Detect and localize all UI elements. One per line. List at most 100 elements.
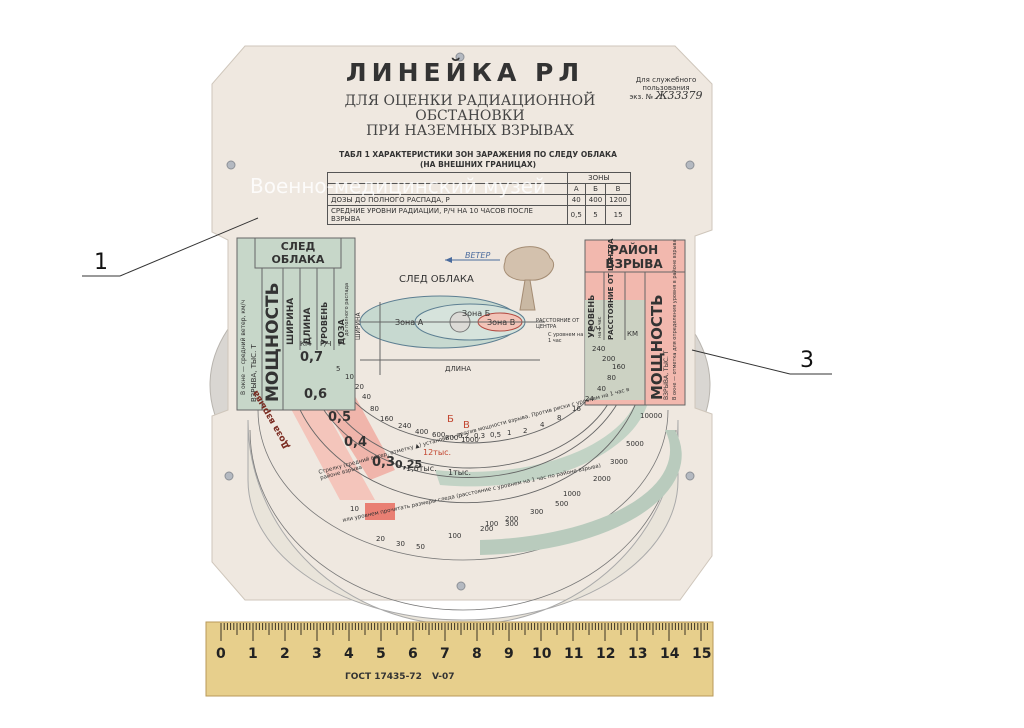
mid-tick-label: 4 (540, 421, 545, 429)
green-middle-band (435, 380, 651, 487)
service-stamp-line1: Для служебного (635, 76, 697, 84)
ruler-number: 4 (344, 646, 354, 662)
inner-tick-label: 600 (432, 431, 446, 439)
left-level-unit: Р/Ч (320, 340, 332, 348)
ruler (205, 621, 714, 697)
service-stamp-line3: экз. № Ж33379 (622, 89, 710, 102)
right-green-strip (585, 300, 645, 400)
table-caption-line2: (НА ВНЕШНИХ ГРАНИЦАХ) (419, 160, 537, 169)
inner-tick-label: 1000 (461, 436, 479, 444)
ruler-number: 15 (692, 646, 712, 662)
inventory-number: Ж33379 (655, 89, 703, 102)
mid-tick-label: 160 (612, 363, 626, 371)
outer-tick-label: 2000 (593, 475, 611, 483)
rivets (224, 52, 695, 591)
ruler-numbers: 0 1 2 3 4 5 6 7 8 9 10 11 12 13 14 15 (206, 646, 713, 670)
ruler-number: 3 (312, 646, 322, 662)
mark-v: В (463, 420, 470, 431)
left-dose-note: до полного распада (344, 282, 350, 336)
red-scale-4: 0,3 (372, 455, 396, 470)
service-stamp: Для служебного пользования экз. № Ж33379 (622, 76, 710, 101)
bottom-tick-label: 20 (376, 535, 385, 543)
outer-tick-label: 100 (485, 520, 499, 528)
device-subtitle-line1: ДЛЯ ОЦЕНКИ РАДИАЦИОННОЙ ОБСТАНОВКИ (344, 93, 596, 124)
red-scale-1: 0,6 (304, 387, 328, 402)
left-panel-heading: СЛЕД ОБЛАКА (271, 240, 325, 266)
ruler-number: 12 (596, 646, 616, 662)
ruler-marking: ГОСТ 17435-72 (345, 672, 422, 682)
table-caption: ТАБЛ 1 ХАРАКТЕРИСТИКИ ЗОН ЗАРАЖЕНИЯ ПО С… (328, 150, 628, 170)
outer-tick-label: 300 (530, 508, 544, 516)
table-row2-label: СРЕДНИЕ УРОВНИ РАДИАЦИИ, Р/Ч НА 10 ЧАСОВ… (327, 205, 568, 225)
red-scale-3: 0,4 (344, 435, 368, 450)
mid-tick-label: 8 (557, 414, 562, 422)
service-stamp-line2: пользования (642, 84, 690, 92)
left-panel-heading-box (254, 237, 342, 269)
device-title: ЛИНЕЙКА РЛ (345, 58, 585, 87)
ruler-number: 8 (472, 646, 482, 662)
table-cell: 5 (584, 205, 607, 225)
inner-tick-label: 40 (362, 393, 371, 401)
outer-band (247, 419, 679, 626)
mark-12kt: 12тыс. (423, 448, 452, 457)
service-stamp-prefix: экз. № (629, 93, 653, 101)
outer-arc-line-2 (257, 409, 669, 561)
red-scale-5: 0,25 (395, 458, 423, 471)
red-window (365, 503, 395, 520)
mid-tick-label: 24 (585, 395, 594, 403)
mid-tick-label: 200 (602, 355, 616, 363)
watermark: Военно-медицинский музей (250, 174, 547, 198)
inner-arc-3 (304, 364, 633, 478)
trace-label: СЛЕД ОБЛАКА (399, 274, 474, 285)
table-header-row: ЗОНЫ (327, 172, 632, 184)
left-km-label: КМ (300, 340, 312, 348)
inner-tick-label: 400 (415, 428, 429, 436)
device-subtitle: ДЛЯ ОЦЕНКИ РАДИАЦИОННОЙ ОБСТАНОВКИ ПРИ Н… (290, 94, 650, 139)
left-length-label: ДЛИНА (303, 307, 313, 345)
table-row: СРЕДНИЕ УРОВНИ РАДИАЦИИ, Р/Ч НА 10 ЧАСОВ… (327, 205, 631, 225)
ruler-number: 7 (440, 646, 450, 662)
right-km-label: КМ (627, 330, 639, 338)
mushroom-cloud-icon (503, 246, 555, 311)
zone-a-label: Зона А (395, 318, 424, 327)
bottom-tick-label: 10 (350, 505, 359, 513)
inner-tick-label: 20 (355, 383, 364, 391)
left-level-label: УРОВЕНЬ (320, 301, 329, 345)
outer-tick-label: 200 (505, 515, 519, 523)
inner-tick-label: 800 (445, 434, 459, 442)
right-level-unit: Р/Ч (589, 325, 601, 333)
right-panel-heading: РАЙОН ВЗРЫВА (605, 243, 663, 271)
mid-tick-label: 240 (592, 345, 606, 353)
mid-tick-label: 1 (507, 429, 512, 437)
outer-tick-label: 10000 (640, 412, 663, 420)
outer-tick-label: 500 (555, 500, 569, 508)
wind-label: ВЕТЕР (465, 251, 491, 260)
zone-b-label: Зона Б (462, 309, 491, 318)
mid-tick-label: 40 (597, 385, 606, 393)
left-power-sub: ВЗРЫВА, ТЫС. Т (250, 344, 258, 402)
inner-tick-label: 160 (380, 415, 394, 423)
outer-tick-label: 1000 (563, 490, 581, 498)
callout-1: 1 (94, 250, 108, 275)
mid-tick-label: 16 (572, 405, 581, 413)
ruler-marking-2: V-07 (432, 672, 455, 682)
left-power-note: В окне — средний ветер, км/ч (240, 299, 247, 395)
right-power-sub: ВЗРЫВА, ТЫС. Т (663, 350, 670, 400)
ruler-number: 14 (660, 646, 680, 662)
bottom-tick-label: 200 (480, 525, 494, 533)
inner-tick-label: 240 (398, 422, 412, 430)
mark-b: Б (447, 414, 454, 425)
right-power-note: В окне — отметка для определения уровня … (672, 239, 678, 400)
bottom-tick-label: 100 (448, 532, 462, 540)
left-width-label: ШИРИНА (286, 297, 296, 345)
left-dose-unit: Р (338, 340, 343, 348)
callout-line-3 (691, 349, 791, 375)
callout-line-1-diag (119, 217, 259, 277)
mark-1kt: 1тыс. (448, 468, 472, 477)
ruler-number: 6 (408, 646, 418, 662)
green-arc-band (480, 430, 682, 555)
ruler-number: 1 (248, 646, 258, 662)
ruler-number: 13 (628, 646, 648, 662)
bottom-tick-label: 300 (505, 520, 519, 528)
zone-v-label: Зона В (487, 318, 516, 327)
